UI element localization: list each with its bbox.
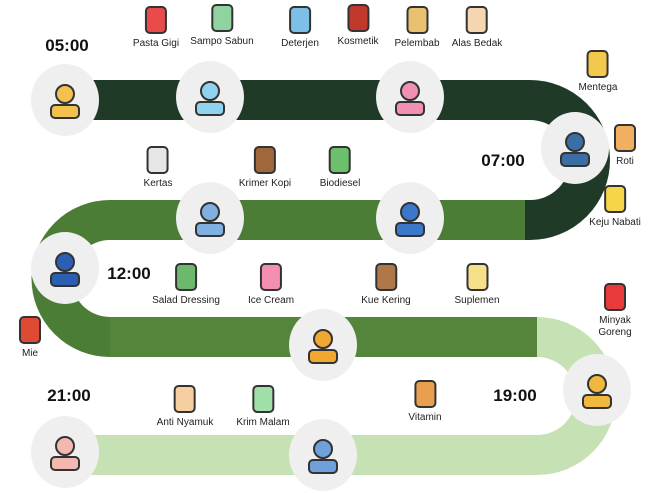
- breakfast-icon: [560, 132, 590, 167]
- krim-malam-icon: [252, 385, 274, 413]
- product-label: Suplemen: [454, 295, 500, 306]
- product-label: Mentega: [578, 82, 618, 93]
- kosmetik-icon: [347, 4, 369, 32]
- product-item: Ice Cream: [248, 263, 294, 307]
- product-label: Anti Nyamuk: [156, 417, 214, 428]
- product-label: Kertas: [143, 178, 173, 189]
- product-label: Sampo Sabun: [190, 36, 254, 47]
- product-item: Salad Dressing: [152, 263, 220, 307]
- ice-cream-icon: [260, 263, 282, 291]
- tea-break-icon: [308, 329, 338, 364]
- product-item: Kertas: [143, 146, 173, 190]
- suplemen-icon: [466, 263, 488, 291]
- route-stop: [289, 419, 357, 491]
- product-item: Vitamin: [408, 380, 442, 424]
- product-item: Roti: [614, 124, 636, 168]
- office-worker-icon: [195, 202, 225, 237]
- bus-icon: [395, 202, 425, 237]
- product-item: Alas Bedak: [451, 6, 503, 50]
- dinner-plate-icon: [582, 374, 612, 409]
- product-label: Mie: [21, 348, 39, 359]
- product-item: Biodiesel: [319, 146, 361, 190]
- product-item: Kosmetik: [337, 4, 379, 48]
- route-stop: [289, 309, 357, 381]
- product-item: Minyak Goreng: [593, 283, 637, 339]
- product-label: Alas Bedak: [451, 38, 503, 49]
- minyak-goreng-icon: [604, 283, 626, 311]
- alas-bedak-icon: [466, 6, 488, 34]
- product-label: Kue Kering: [361, 295, 411, 306]
- route-stop: [541, 112, 609, 184]
- skincare-face-icon: [50, 436, 80, 471]
- product-item: Anti Nyamuk: [156, 385, 214, 429]
- route-stop: [176, 61, 244, 133]
- product-item: Krimer Kopi: [239, 146, 291, 190]
- sleep-icon: [308, 439, 338, 474]
- kue-kering-icon: [374, 263, 397, 291]
- product-label: Krimer Kopi: [238, 178, 292, 189]
- product-item: Deterjen: [281, 6, 319, 50]
- product-label: Vitamin: [408, 412, 442, 423]
- pelembab-icon: [406, 6, 428, 34]
- product-label: Biodiesel: [319, 178, 361, 189]
- route-stop: [31, 416, 99, 488]
- lunch-alarm-icon: [50, 252, 80, 287]
- anti-nyamuk-icon: [174, 385, 196, 413]
- pasta-gigi-icon: [144, 6, 167, 34]
- product-label: Salad Dressing: [152, 295, 220, 306]
- route-stop: [376, 61, 444, 133]
- sampo-sabun-icon: [210, 4, 233, 32]
- time-label: 05:00: [45, 36, 89, 55]
- time-label: 07:00: [481, 151, 525, 170]
- product-label: Keju Nabati: [589, 217, 641, 228]
- salad-dressing-icon: [175, 263, 197, 291]
- deterjen-icon: [289, 6, 311, 34]
- kertas-icon: [147, 146, 169, 174]
- product-label: Deterjen: [281, 38, 319, 49]
- product-label: Pelembab: [394, 38, 440, 49]
- product-item: Keju Nabati: [589, 185, 641, 229]
- product-item: Kue Kering: [361, 263, 411, 307]
- product-label: Minyak Goreng: [598, 315, 632, 338]
- product-label: Roti: [616, 156, 634, 167]
- product-label: Pasta Gigi: [132, 38, 180, 49]
- time-label: 19:00: [493, 386, 537, 405]
- route-stop: [563, 354, 631, 426]
- product-item: Suplemen: [454, 263, 500, 307]
- product-item: Krim Malam: [236, 385, 290, 429]
- product-item: Sampo Sabun: [190, 4, 254, 48]
- time-label: 12:00: [107, 264, 151, 283]
- krimer-kopi-icon: [254, 146, 276, 174]
- roti-icon: [614, 124, 636, 152]
- makeup-icon: [395, 81, 425, 116]
- product-item: Pasta Gigi: [133, 6, 179, 50]
- product-label: Kosmetik: [337, 36, 379, 47]
- product-label: Ice Cream: [247, 295, 295, 306]
- time-label: 21:00: [47, 386, 91, 405]
- product-item: Mie: [19, 316, 41, 360]
- route-stop: [376, 182, 444, 254]
- product-item: Mentega: [578, 50, 618, 94]
- route-stop: [176, 182, 244, 254]
- biodiesel-icon: [329, 146, 351, 174]
- mentega-icon: [586, 50, 609, 78]
- wake-up-icon: [50, 84, 80, 119]
- shower-icon: [195, 81, 225, 116]
- route-stop: [31, 232, 99, 304]
- product-label: Krim Malam: [236, 417, 290, 428]
- mie-icon: [19, 316, 41, 344]
- vitamin-icon: [413, 380, 436, 408]
- route-stop: [31, 64, 99, 136]
- keju-nabati-icon: [603, 185, 626, 213]
- product-item: Pelembab: [394, 6, 440, 50]
